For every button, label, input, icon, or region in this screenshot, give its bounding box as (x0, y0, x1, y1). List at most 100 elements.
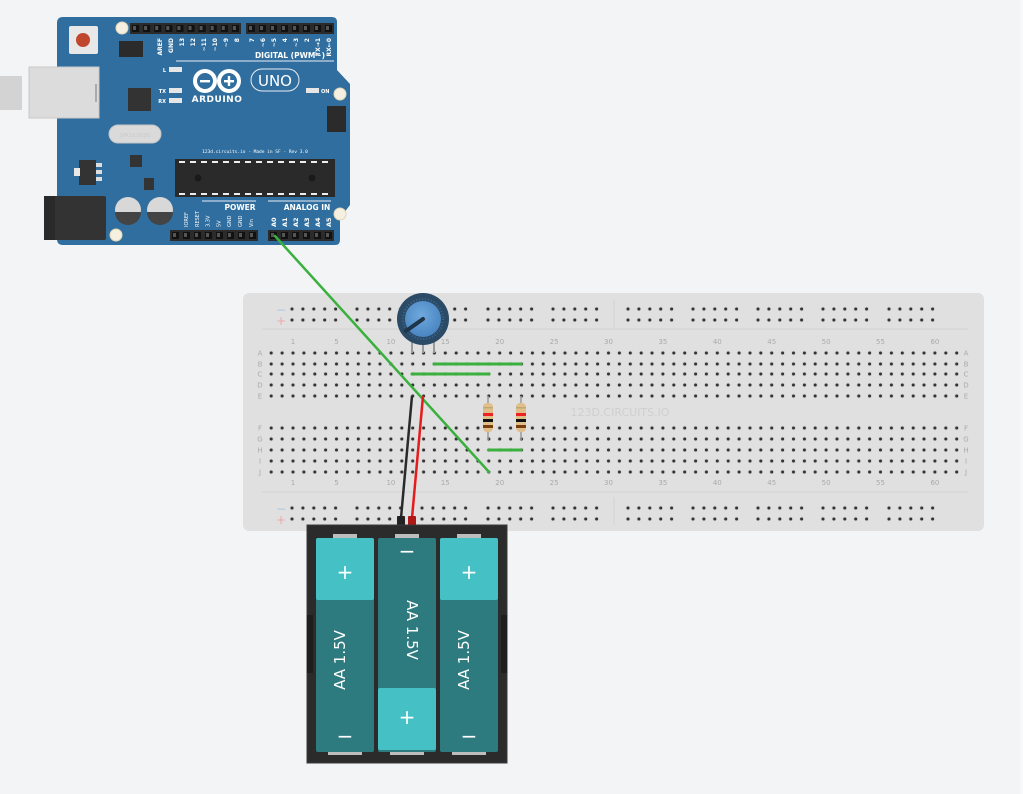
breadboard-hole[interactable] (530, 458, 535, 464)
breadboard-hole[interactable] (899, 447, 905, 453)
rail-hole[interactable] (365, 516, 371, 522)
breadboard-hole[interactable] (878, 425, 883, 431)
breadboard-hole[interactable] (878, 458, 883, 464)
breadboard-hole[interactable] (617, 447, 622, 453)
rail-hole[interactable] (387, 505, 393, 511)
breadboard-hole[interactable] (627, 393, 633, 399)
breadboard-hole[interactable] (345, 425, 350, 431)
rail-hole[interactable] (636, 505, 642, 511)
breadboard-hole[interactable] (638, 436, 644, 442)
breadboard-hole[interactable] (627, 458, 633, 464)
rail-hole[interactable] (636, 317, 642, 323)
breadboard-hole[interactable] (921, 458, 927, 464)
breadboard-hole[interactable] (943, 350, 949, 356)
breadboard-hole[interactable] (714, 350, 720, 356)
breadboard-hole[interactable] (355, 425, 361, 431)
breadboard-hole[interactable] (323, 382, 328, 388)
breadboard-hole[interactable] (464, 425, 470, 431)
breadboard-hole[interactable] (921, 371, 927, 377)
rail-hole[interactable] (908, 505, 914, 511)
breadboard-hole[interactable] (388, 458, 394, 464)
breadboard-hole[interactable] (845, 425, 851, 431)
rail-hole[interactable] (842, 306, 848, 312)
breadboard-hole[interactable] (704, 371, 709, 377)
rail-hole[interactable] (430, 516, 436, 522)
breadboard-hole[interactable] (671, 350, 677, 356)
breadboard-hole[interactable] (834, 350, 840, 356)
breadboard-hole[interactable] (834, 361, 840, 367)
rail-hole[interactable] (886, 317, 892, 323)
rail-hole[interactable] (452, 505, 458, 511)
rail-hole[interactable] (820, 516, 826, 522)
breadboard-hole[interactable] (725, 361, 731, 367)
rail-hole[interactable] (452, 306, 458, 312)
breadboard-hole[interactable] (606, 447, 611, 453)
rail-hole[interactable] (419, 516, 425, 522)
breadboard-hole[interactable] (595, 469, 600, 475)
breadboard-hole[interactable] (693, 361, 698, 367)
rail-hole[interactable] (441, 505, 447, 511)
breadboard-hole[interactable] (812, 371, 818, 377)
breadboard-hole[interactable] (584, 436, 590, 442)
breadboard-hole[interactable] (268, 393, 274, 399)
rail-hole[interactable] (583, 306, 588, 312)
rail-hole[interactable] (376, 505, 382, 511)
breadboard-hole[interactable] (377, 361, 383, 367)
rail-hole[interactable] (311, 306, 317, 312)
breadboard-hole[interactable] (388, 371, 394, 377)
breadboard-hole[interactable] (638, 371, 644, 377)
breadboard-hole[interactable] (682, 393, 687, 399)
rail-hole[interactable] (734, 306, 739, 312)
breadboard-hole[interactable] (834, 371, 840, 377)
breadboard-hole[interactable] (334, 350, 339, 356)
breadboard-hole[interactable] (388, 469, 394, 475)
breadboard-hole[interactable] (464, 458, 470, 464)
rail-hole[interactable] (561, 516, 567, 522)
breadboard-hole[interactable] (442, 447, 448, 453)
rail-hole[interactable] (864, 317, 869, 323)
breadboard-hole[interactable] (758, 361, 764, 367)
breadboard-hole[interactable] (399, 436, 405, 442)
rail-hole[interactable] (572, 306, 578, 312)
rail-hole[interactable] (820, 505, 826, 511)
breadboard-hole[interactable] (627, 469, 633, 475)
rail-hole[interactable] (712, 306, 718, 312)
breadboard-hole[interactable] (845, 350, 851, 356)
breadboard-hole[interactable] (573, 436, 579, 442)
breadboard-hole[interactable] (660, 361, 666, 367)
breadboard-hole[interactable] (399, 361, 405, 367)
battery-cell-2[interactable]: −+AA 1.5V (378, 534, 436, 755)
rail-hole[interactable] (777, 516, 783, 522)
rail-hole[interactable] (485, 306, 491, 312)
breadboard-hole[interactable] (856, 371, 862, 377)
breadboard-hole[interactable] (573, 469, 579, 475)
breadboard-hole[interactable] (497, 350, 503, 356)
breadboard-hole[interactable] (432, 458, 437, 464)
breadboard-hole[interactable] (410, 458, 416, 464)
breadboard-hole[interactable] (736, 350, 742, 356)
breadboard-hole[interactable] (617, 458, 622, 464)
breadboard-hole[interactable] (442, 350, 448, 356)
breadboard-body[interactable] (243, 293, 984, 531)
rail-hole[interactable] (322, 516, 328, 522)
breadboard-hole[interactable] (519, 382, 524, 388)
breadboard-hole[interactable] (758, 469, 764, 475)
breadboard-hole[interactable] (693, 458, 698, 464)
breadboard-hole[interactable] (812, 425, 818, 431)
breadboard-hole[interactable] (714, 361, 720, 367)
breadboard-hole[interactable] (508, 469, 513, 475)
breadboard-hole[interactable] (584, 382, 590, 388)
rail-hole[interactable] (777, 306, 783, 312)
rail-hole[interactable] (583, 505, 588, 511)
rail-hole[interactable] (376, 317, 382, 323)
breadboard-hole[interactable] (562, 382, 568, 388)
breadboard-hole[interactable] (671, 436, 677, 442)
breadboard-hole[interactable] (780, 436, 785, 442)
breadboard-hole[interactable] (540, 350, 546, 356)
breadboard-hole[interactable] (345, 458, 350, 464)
breadboard-hole[interactable] (910, 458, 916, 464)
breadboard-hole[interactable] (823, 371, 829, 377)
rail-hole[interactable] (853, 516, 858, 522)
breadboard-hole[interactable] (856, 469, 862, 475)
breadboard-hole[interactable] (551, 425, 557, 431)
